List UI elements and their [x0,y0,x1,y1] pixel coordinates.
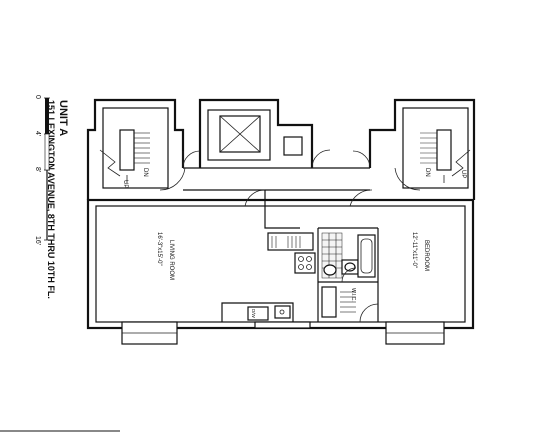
kitchen-sink [274,305,291,319]
stair-left: UP DN [99,107,169,189]
bedroom-size: 12'-11"x11'-0" [411,232,417,268]
stair-right-dn: DN [424,168,430,177]
door-swings [159,149,421,207]
sink [323,264,337,276]
unit-title: UNIT A [57,100,69,136]
kitchen-counter [267,232,314,251]
scale-tick-8: 8' [34,167,41,172]
elevator [207,109,303,161]
stair-right-up: UP [460,170,466,178]
stair-left-dn: DN [142,168,148,177]
window-mid [254,321,311,329]
scale-bar: 0 4' 8' 16' [34,95,50,245]
living-room-size: 16'-3"x15'-0" [156,232,162,266]
address-title: 151 LEXINGTON AVENUE, 8TH THRU 10TH FL. [46,100,56,299]
stair-right: UP DN [402,107,471,189]
scale-tick-16: 16' [34,236,41,245]
stair-left-up: UP [122,180,128,188]
wic-label: W.I.C. [350,288,356,302]
interior-core: W.I.C. D/W [221,206,379,323]
bathtub [357,234,376,278]
living-room-name: LIVING ROOM [168,240,174,280]
bedroom-name: BEDROOM [423,240,429,271]
dishwasher [247,306,269,321]
stove [294,252,316,274]
corridor [86,98,476,200]
apartment-walls [86,198,475,345]
dishwasher-label: D/W [251,309,256,319]
scale-tick-0: 0 [34,95,41,99]
room-label-living: LIVING ROOM 16'-3"x15'-0" [156,232,174,280]
wic-shelf [321,286,337,318]
room-label-bedroom: BEDROOM 12'-11"x11'-0" [411,232,429,271]
title-block: UNIT A 151 LEXINGTON AVENUE, 8TH THRU 10… [46,100,69,299]
scale-tick-4: 4' [34,131,41,136]
